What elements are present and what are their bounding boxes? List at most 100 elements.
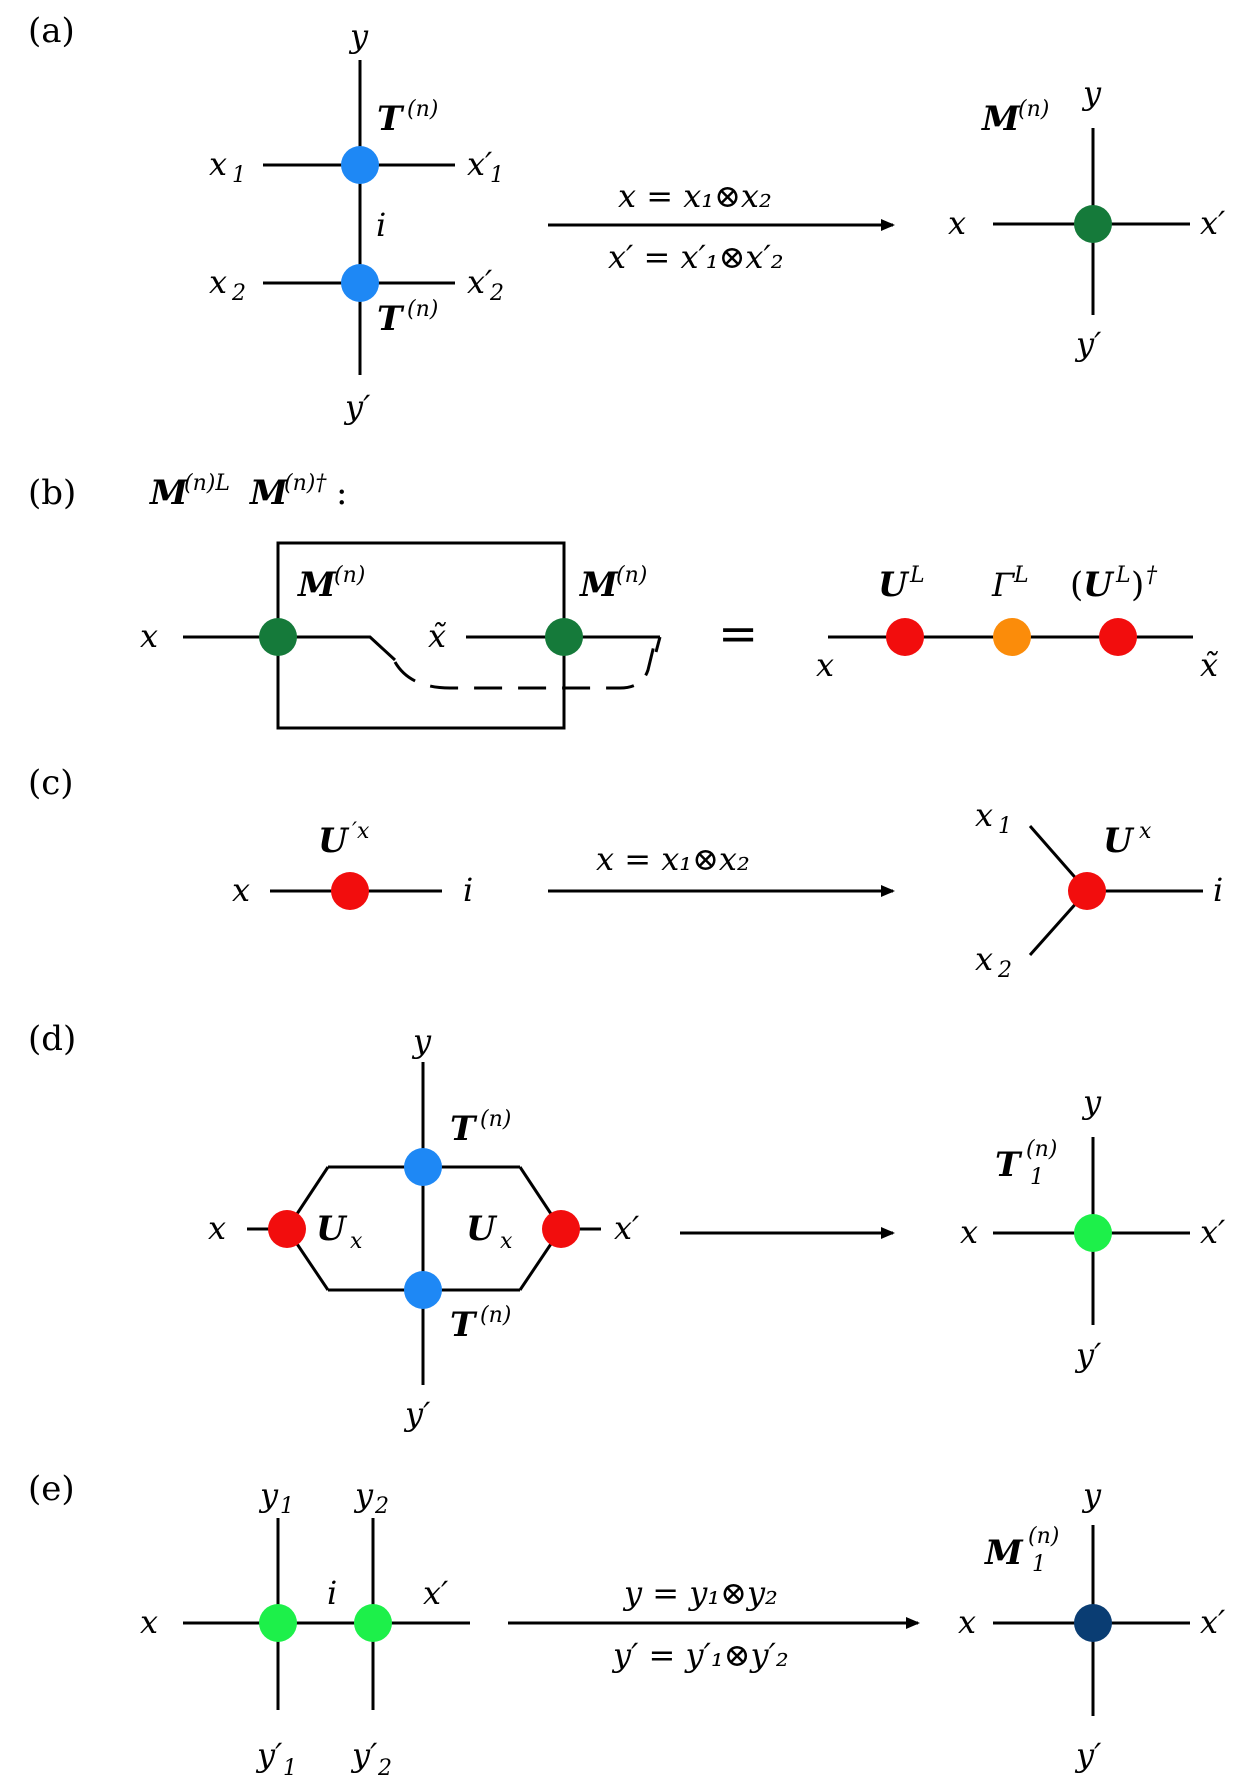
label-paren-close: ) (1131, 565, 1144, 605)
label-x1: x (209, 145, 227, 183)
label-x-prime: x′ (423, 1574, 449, 1612)
label-x: x (208, 1209, 226, 1247)
label-x-tilde: x̃ (1200, 646, 1219, 684)
panel-d-right-network: T (n) 1 y x x′ y′ (960, 1083, 1226, 1374)
label-y2-prime-sub: 2 (377, 1756, 392, 1781)
tensor-node-T-top (404, 1148, 442, 1186)
arrow-label-top: x = x₁⊗x₂ (596, 840, 750, 878)
panel-d: (d) y T (n) x U x U x x′ T (n) (28, 1019, 1226, 1433)
label-x-prime: x′ (1200, 1213, 1226, 1251)
label-y: y (1081, 1476, 1102, 1514)
label-y1-prime: y′ (255, 1736, 283, 1774)
label-y2-prime: y′ (350, 1736, 378, 1774)
dashed-contraction (393, 636, 658, 690)
label-y-prime: y′ (1074, 1336, 1102, 1374)
label-Ux-left: U (316, 1209, 348, 1249)
panel-a-left-network: y T (n) x 1 x′ 1 i x 2 x′ 2 T (n) y′ (209, 17, 504, 426)
label-y-prime: y′ (1074, 1736, 1102, 1774)
label-y-top: y (411, 1022, 432, 1060)
panel-b-heading: M (n)L M (n)† : (149, 471, 347, 513)
panel-a-right-network: M (n) y x x′ y′ (948, 74, 1226, 363)
label-x2: x (209, 263, 227, 301)
label-x: x (948, 204, 966, 242)
equals-sign: = (718, 606, 758, 662)
tensor-node-U-right (542, 1210, 580, 1248)
label-U-sup: ′x (352, 819, 370, 844)
label-T-top-sup: (n) (480, 1107, 511, 1132)
label-x2: x (975, 940, 993, 978)
panel-d-tag: (d) (28, 1019, 76, 1059)
leg-end-hook (654, 636, 662, 653)
label-y: y (1081, 74, 1102, 112)
label-i: i (376, 206, 386, 244)
label-T-top: T (450, 1109, 478, 1149)
label-Ux-right: U (466, 1209, 498, 1249)
heading-M1: M (149, 473, 189, 513)
label-x1-sub: 1 (232, 163, 246, 188)
label-x1-prime-sub: 1 (490, 163, 504, 188)
tensor-node-U-prime (331, 872, 369, 910)
label-x: x (232, 871, 250, 909)
tensor-node-M-right (545, 618, 583, 656)
tensor-node-right (354, 1604, 392, 1642)
heading-colon: : (336, 473, 347, 513)
label-x-prime: x′ (1200, 1603, 1226, 1641)
label-M1-sub: 1 (1032, 1552, 1046, 1577)
label-U: U (878, 565, 910, 605)
label-M1-sup: (n) (1028, 1524, 1059, 1549)
label-x: x (816, 646, 834, 684)
label-U: U (318, 821, 350, 861)
label-x: x (958, 1603, 976, 1641)
panel-a-arrow: x = x₁⊗x₂ x′ = x′₁⊗x′₂ (548, 177, 895, 276)
panel-e-arrow: y = y₁⊗y₂ y′ = y′₁⊗y′₂ (508, 1574, 920, 1674)
label-M-left-sup: (n) (334, 563, 365, 588)
label-y-prime: y′ (1074, 325, 1102, 363)
label-T-bottom: T (377, 299, 405, 339)
label-dagger: † (1146, 563, 1158, 588)
panel-e-left-network: y 1 y 2 i x′ x y′ 1 y′ 2 (140, 1476, 470, 1781)
label-x1-sub: 1 (998, 814, 1012, 839)
label-U-sup: L (909, 563, 925, 588)
label-Gamma-sup: L (1013, 563, 1029, 588)
arrow-label-bottom: y′ = y′₁⊗y′₂ (611, 1636, 789, 1674)
heading-M2: M (249, 473, 289, 513)
panel-c-arrow: x = x₁⊗x₂ (548, 840, 895, 897)
label-x2-sub: 2 (997, 958, 1012, 983)
label-i: i (463, 871, 473, 909)
panel-b-tag: (b) (28, 473, 76, 513)
label-x1-prime: x′ (467, 145, 493, 183)
label-y1: y (258, 1476, 279, 1514)
tensor-node-M-left (259, 618, 297, 656)
label-M: M (981, 99, 1021, 139)
tensor-node-T-bottom (341, 264, 379, 302)
label-x-prime: x′ (614, 1209, 640, 1247)
tensor-node-Gamma (993, 618, 1031, 656)
panel-a-tag: (a) (28, 11, 75, 51)
panel-b-right-network: U L Γ L ( U L ) † x x̃ (816, 563, 1219, 684)
tensor-node-U (886, 618, 924, 656)
label-T1-sup: (n) (1026, 1137, 1057, 1162)
label-M-right: M (579, 565, 619, 605)
label-x2-prime: x′ (467, 263, 493, 301)
arrow-label-bottom: x′ = x′₁⊗x′₂ (608, 238, 784, 276)
label-y-prime-bottom: y′ (343, 388, 371, 426)
label-x1: x (975, 796, 993, 834)
label-x: x (960, 1213, 978, 1251)
label-M-sup: (n) (1018, 97, 1049, 122)
panel-c-left-network: U ′x x i (232, 819, 473, 910)
label-M-left: M (297, 565, 337, 605)
tensor-node-left (259, 1604, 297, 1642)
label-x-prime: x′ (1200, 204, 1226, 242)
panel-b-left-network: x M (n) x̃ M (n) (140, 541, 662, 730)
label-U-dagger-sup-L: L (1115, 563, 1131, 588)
arrow-label-top: x = x₁⊗x₂ (618, 177, 772, 215)
leg-to-dashed (278, 635, 397, 662)
label-T-top-sup: (n) (407, 97, 438, 122)
label-x-tilde: x̃ (428, 617, 447, 655)
panel-e-tag: (e) (28, 1469, 75, 1509)
label-paren-open: ( (1070, 565, 1083, 605)
label-T-top: T (377, 99, 405, 139)
label-y1-sub: 1 (280, 1494, 294, 1519)
label-x: x (140, 1603, 158, 1641)
tensor-node-U-x (1068, 872, 1106, 910)
